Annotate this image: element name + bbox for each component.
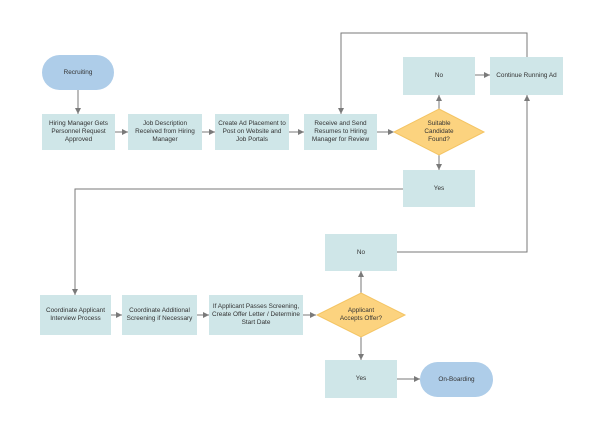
decision-applicant-accepts-shape [315, 292, 407, 338]
decision-suitable-candidate-shape [392, 108, 486, 156]
node-coordinate-interview: Coordinate Applicant Interview Process [40, 295, 111, 335]
connectors [72, 32, 530, 382]
connector-no-loop-to-continue-ad [397, 95, 530, 253]
node-suitable-candidate: Suitable Candidate Found? [424, 120, 454, 143]
node-create-ad: Create Ad Placement to Post on Website a… [215, 114, 289, 150]
node-yes-top: Yes [403, 170, 475, 207]
node-hiring-manager-request: Hiring Manager Gets Personnel Request Ap… [42, 114, 115, 150]
node-continue-running-ad: Continue Running Ad [490, 57, 563, 95]
connector-yes-to-interview [72, 188, 403, 295]
node-recruiting: Recruiting [42, 55, 114, 90]
node-no-bottom: No [325, 234, 397, 271]
node-coordinate-screening: Coordinate Additional Screening if Neces… [122, 295, 197, 335]
node-onboarding: On-Boarding [420, 362, 493, 397]
node-receive-resumes: Receive and Send Resumes to Hiring Manag… [304, 114, 377, 150]
connector-continue-ad-loop-to-resumes [338, 32, 528, 114]
node-no-top: No [403, 57, 475, 95]
node-job-description: Job Description Received from Hiring Man… [128, 114, 202, 150]
node-create-offer: If Applicant Passes Screening, Create Of… [209, 295, 303, 335]
node-yes-bottom: Yes [325, 360, 397, 398]
node-applicant-accepts: Applicant Accepts Offer? [339, 307, 383, 322]
